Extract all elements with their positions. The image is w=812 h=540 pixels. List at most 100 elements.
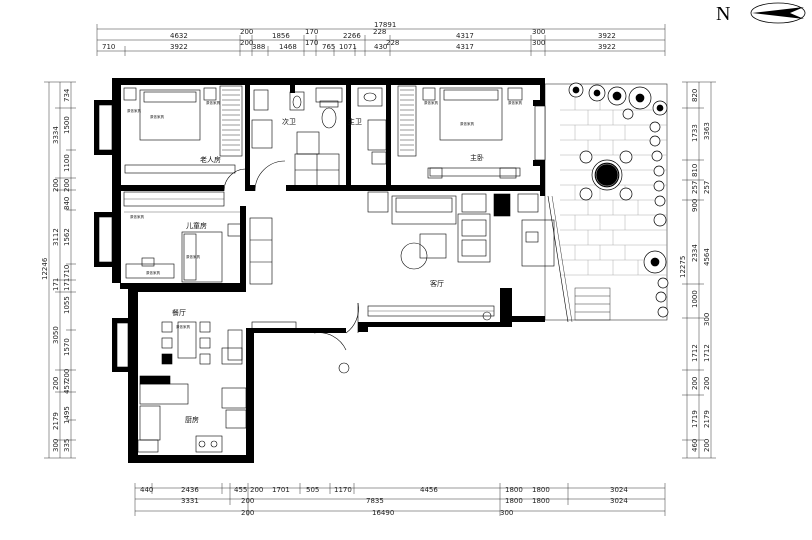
- top-dim: 765: [322, 43, 335, 51]
- left-dim: 171: [52, 278, 60, 291]
- room-label-master-bath: 主卫: [348, 117, 362, 126]
- top-dim: 4317: [456, 43, 474, 51]
- right-dim: 200: [703, 439, 711, 452]
- right-dim: 257: [691, 181, 699, 194]
- elder-room: [123, 85, 247, 192]
- room-label-kitchen: 厨房: [185, 415, 199, 424]
- top-dim: 388: [252, 43, 265, 51]
- top-dim: 228: [373, 28, 386, 36]
- room-label-children: 儿童房: [186, 221, 207, 230]
- windows: [98, 104, 546, 368]
- bottom-dim: 505: [306, 486, 319, 494]
- right-dim: 900: [691, 199, 699, 212]
- furniture-label: 原依家具: [127, 108, 141, 113]
- right-dim: 200: [691, 377, 699, 390]
- bottom-dim: 1800: [532, 497, 550, 505]
- top-dim: 1856: [272, 32, 290, 40]
- top-dim: 300: [532, 39, 545, 47]
- left-dim: 1100: [63, 154, 71, 172]
- right-dim: 460: [691, 439, 699, 452]
- right-dim: 820: [691, 89, 699, 102]
- left-dim: 3112: [52, 228, 60, 246]
- left-dim: 457: [63, 381, 71, 394]
- right-dim: 4564: [703, 248, 711, 266]
- right-dimension-labels: 820 3363 1733 810 257 257 900 4564 2334 …: [679, 89, 711, 452]
- top-dim: 200: [240, 39, 253, 47]
- left-dim: 1055: [63, 296, 71, 314]
- top-dim: 3922: [170, 43, 188, 51]
- left-dim: 335: [63, 439, 71, 452]
- bottom-dim: 1800: [505, 486, 523, 494]
- right-dim: 257: [703, 181, 711, 194]
- terrace-tiles: [560, 95, 667, 276]
- furniture-label: 原依家具: [424, 100, 438, 105]
- north-label: N: [716, 3, 730, 25]
- top-dimension-lines: [96, 24, 666, 56]
- children-room: [123, 191, 273, 285]
- bottom-dim: 1701: [272, 486, 290, 494]
- compass-ring: [750, 2, 806, 24]
- left-dim: 1500: [63, 116, 71, 134]
- right-dim: 2179: [703, 410, 711, 428]
- bottom-dim: 200: [241, 509, 254, 517]
- furniture-label: 原依家具: [150, 114, 164, 119]
- left-dim: 2179: [52, 412, 60, 430]
- right-dim: 810: [691, 164, 699, 177]
- right-dim: 1000: [691, 290, 699, 308]
- furniture-label: 原依家具: [186, 254, 200, 259]
- left-dim: 3050: [52, 326, 60, 344]
- dining-room: [161, 321, 297, 365]
- left-dim: 3334: [52, 126, 60, 144]
- bottom-dimension-labels: 440 2436 455 200 1701 505 1170 7835 4456…: [140, 486, 628, 517]
- top-dim: 3922: [598, 32, 616, 40]
- left-total-dim: 12246: [41, 257, 49, 280]
- left-dim: 200: [63, 369, 71, 382]
- top-dim: 1071: [339, 43, 357, 51]
- bottom-dim: 200: [241, 497, 254, 505]
- left-dim: 1495: [63, 406, 71, 424]
- right-dimension-lines: [682, 81, 716, 459]
- right-dim: 1719: [691, 410, 699, 428]
- terrace-stairs: [574, 287, 611, 321]
- left-dim: 200: [52, 377, 60, 390]
- terrace: [544, 82, 669, 321]
- top-dim: 4317: [456, 32, 474, 40]
- bottom-dimension-lines: [134, 483, 666, 516]
- room-label-elder: 老人房: [200, 155, 221, 164]
- top-dim: 228: [386, 39, 399, 47]
- bottom-dim: 1800: [505, 497, 523, 505]
- master-bath: [315, 87, 387, 165]
- furniture-label: 原依家具: [130, 214, 144, 219]
- furniture-label: 原依家具: [460, 121, 474, 126]
- right-dim: 300: [703, 313, 711, 326]
- top-dim: 3922: [598, 43, 616, 51]
- right-dim: 1712: [691, 344, 699, 362]
- bottom-dim: 200: [250, 486, 263, 494]
- bottom-dim: 455: [234, 486, 247, 494]
- bottom-dim: 2436: [181, 486, 199, 494]
- right-dim: 3363: [703, 122, 711, 140]
- bottom-dim: 4456: [420, 486, 438, 494]
- kitchen: [137, 375, 247, 453]
- furniture-label: 原依家具: [146, 270, 160, 275]
- top-dim: 430: [374, 43, 387, 51]
- master-bedroom: [397, 85, 523, 179]
- top-dim: 2266: [343, 32, 361, 40]
- top-dim: 170: [305, 39, 318, 47]
- bottom-dim: 3331: [181, 497, 199, 505]
- room-label-living: 客厅: [430, 279, 444, 288]
- bottom-dim: 300: [500, 509, 513, 517]
- furniture-label: 原依家具: [206, 100, 220, 105]
- top-dim: 200: [240, 28, 253, 36]
- left-dim: 710: [63, 265, 71, 278]
- left-dim: 840: [63, 197, 71, 210]
- left-dim: 300: [52, 439, 60, 452]
- top-dim: 300: [532, 28, 545, 36]
- bottom-dim: 1800: [532, 486, 550, 494]
- north-arrow-icon: [752, 7, 804, 19]
- right-dim: 1733: [691, 124, 699, 142]
- right-dim: 1712: [703, 344, 711, 362]
- top-dim: 170: [305, 28, 318, 36]
- room-label-guest-bath: 次卫: [282, 117, 296, 126]
- left-dim: 1562: [63, 228, 71, 246]
